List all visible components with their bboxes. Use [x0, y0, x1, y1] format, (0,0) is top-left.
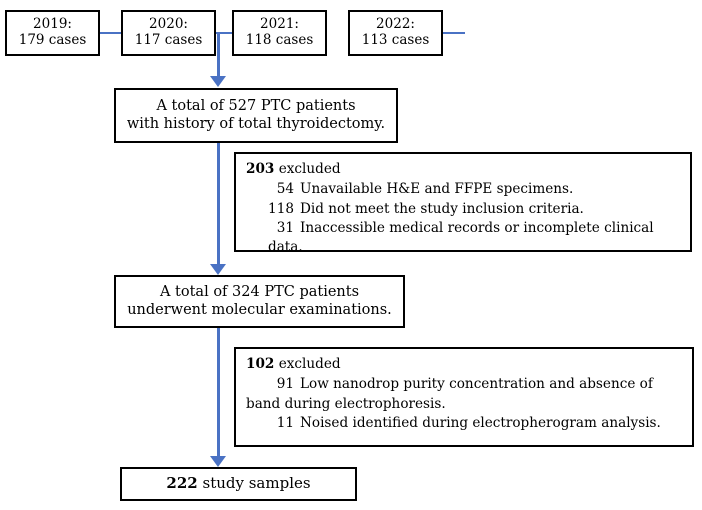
final-sample-count: 222	[166, 474, 198, 493]
connector-2019-2020	[99, 32, 123, 34]
exclusion-203-item-3-count: 31	[276, 219, 294, 236]
year-label: 2020:	[149, 16, 188, 33]
exclusion-203-item-3-text: Inaccessible medical records or incomple…	[268, 219, 654, 256]
exclusion-203-label: excluded	[274, 161, 341, 177]
connector-527-to-324	[217, 143, 220, 265]
connector-2020-2021	[215, 32, 234, 34]
exclusion-203-item-1-count: 54	[276, 181, 294, 198]
exclusion-102-item-1-text: Low nanodrop purity concentration and ab…	[246, 376, 653, 412]
exclusion-203-item-2-count: 118	[268, 200, 294, 217]
box-total-527-patients: A total of 527 PTC patients with history…	[114, 88, 398, 143]
box-324-line-2: underwent molecular examinations.	[127, 301, 392, 318]
final-sample-line: 222 study samples	[166, 474, 311, 493]
connector-2021-2022	[441, 32, 465, 34]
exclusion-203-item-2: 118 Did not meet the study inclusion crit…	[246, 200, 682, 219]
box-527-line-2: with history of total thyroidectomy.	[126, 115, 386, 132]
exclusion-102-item-2: 11 Noised identified during electropherog…	[246, 414, 684, 433]
year-box-2021: 2021: 118 cases	[232, 10, 327, 56]
year-label: 2021:	[260, 16, 299, 33]
exclusion-203-item-1: 54 Unavailable H&E and FFPE specimens.	[246, 180, 682, 199]
exclusion-203-item-2-text: Did not meet the study inclusion criteri…	[300, 200, 584, 217]
year-cases: 118 cases	[245, 32, 314, 48]
year-cases: 179 cases	[18, 32, 87, 48]
exclusion-102-heading: 102 excluded	[246, 355, 684, 374]
year-box-2020: 2020: 117 cases	[121, 10, 216, 56]
connector-324-to-222	[217, 328, 220, 457]
exclusion-102-item-1-count: 91	[276, 376, 294, 393]
year-box-2019: 2019: 179 cases	[5, 10, 100, 56]
arrowhead-324-to-222	[210, 456, 226, 467]
exclusion-102-item-2-text: Noised identified during electropherogra…	[300, 414, 661, 431]
year-box-2022: 2022: 113 cases	[348, 10, 443, 56]
arrowhead-527-to-324	[210, 264, 226, 275]
year-cases: 117 cases	[134, 32, 203, 48]
box-total-324-patients: A total of 324 PTC patients underwent mo…	[114, 275, 405, 328]
arrowhead-years-to-527	[210, 76, 226, 87]
box-527-line-1: A total of 527 PTC patients	[156, 98, 356, 115]
box-final-study-samples: 222 study samples	[120, 467, 357, 501]
exclusion-box-203: 203 excluded 54 Unavailable H&E and FFPE …	[234, 152, 692, 255]
box-324-line-1: A total of 324 PTC patients	[159, 284, 360, 301]
exclusion-102-label: excluded	[274, 356, 341, 372]
exclusion-102-count: 102	[246, 356, 275, 372]
final-sample-label: study samples	[197, 474, 311, 493]
exclusion-203-count: 203	[246, 161, 275, 177]
year-label: 2022:	[376, 16, 415, 33]
year-cases: 113 cases	[361, 32, 430, 48]
year-label: 2019:	[33, 16, 72, 33]
exclusion-102-item-2-count: 11	[276, 414, 294, 431]
connector-years-to-527	[217, 32, 220, 77]
exclusion-203-heading: 203 excluded	[246, 160, 682, 179]
exclusion-203-item-1-text: Unavailable H&E and FFPE specimens.	[300, 181, 574, 198]
